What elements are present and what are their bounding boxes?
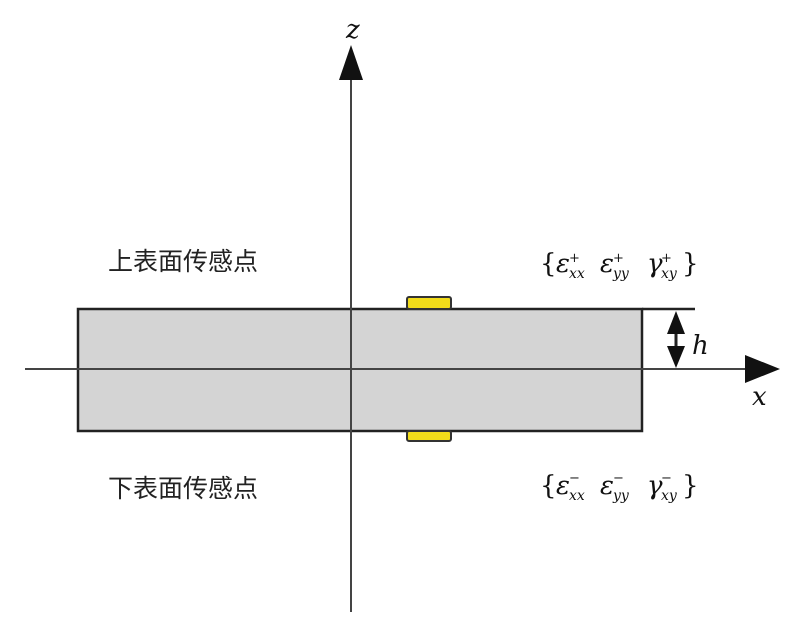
x-axis-arrow	[745, 355, 780, 383]
svg-text:xy: xy	[661, 266, 678, 282]
svg-text:}: }	[682, 471, 699, 501]
svg-text:+: +	[661, 251, 672, 266]
svg-text:−: −	[613, 471, 624, 486]
thickness-label: h	[692, 331, 709, 361]
top-sensor	[406, 296, 452, 310]
svg-text:{: {	[540, 249, 557, 279]
svg-text:ε: ε	[556, 471, 570, 501]
svg-text:xy: xy	[661, 488, 678, 504]
svg-text:+: +	[613, 251, 624, 266]
svg-text:ε: ε	[556, 249, 570, 279]
x-axis-label: x	[752, 382, 767, 412]
top-surface-label: 上表面传感点	[108, 247, 258, 276]
svg-text:γ: γ	[647, 471, 663, 501]
svg-text:yy: yy	[612, 266, 630, 282]
z-axis-arrow	[339, 45, 363, 80]
svg-text:γ: γ	[647, 249, 663, 279]
thickness-arrow	[667, 311, 685, 368]
svg-text:{: {	[540, 471, 557, 501]
svg-text:ε: ε	[600, 249, 614, 279]
bottom-sensor	[406, 430, 452, 442]
svg-text:+: +	[569, 251, 580, 266]
bottom-strain-vector: { ε − xx ε − yy γ − xy }	[540, 471, 699, 504]
svg-text:−: −	[569, 471, 580, 486]
bottom-surface-label: 下表面传感点	[108, 474, 258, 503]
svg-text:}: }	[682, 249, 699, 279]
z-axis-label: z	[345, 15, 360, 45]
svg-text:xx: xx	[569, 488, 585, 504]
svg-text:ε: ε	[600, 471, 614, 501]
svg-text:xx: xx	[569, 266, 585, 282]
svg-text:yy: yy	[612, 488, 630, 504]
top-strain-vector: { ε + xx ε + yy γ + xy }	[540, 249, 699, 282]
svg-text:−: −	[661, 471, 672, 486]
